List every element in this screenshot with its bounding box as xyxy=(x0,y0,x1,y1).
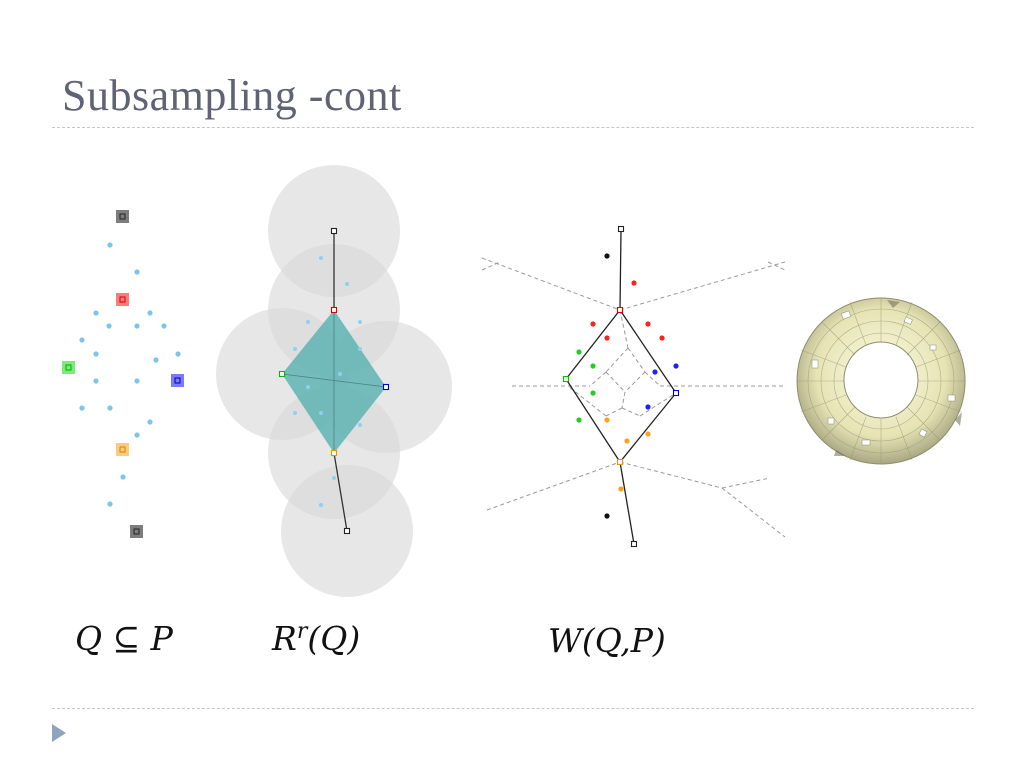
rips-label: Rr(Q) xyxy=(272,619,361,658)
rips-landmarks xyxy=(278,227,390,535)
landmark-points xyxy=(62,210,184,538)
witness-landmarks xyxy=(562,225,680,548)
torus-mesh xyxy=(797,298,965,464)
witness-label: W(Q,P) xyxy=(548,621,666,660)
voronoi-edges xyxy=(481,257,786,538)
slide-title: Subsampling -cont xyxy=(62,71,402,120)
witness-panel xyxy=(481,225,786,548)
torus-dark-patches xyxy=(834,300,962,456)
slide-bullet-icon xyxy=(52,724,66,742)
subset-panel xyxy=(62,210,184,538)
rips-panel xyxy=(216,165,452,597)
sample-points xyxy=(79,242,181,507)
title-divider xyxy=(52,127,974,128)
torus-highlights xyxy=(811,310,956,446)
footer-divider xyxy=(52,708,974,709)
rips-label-superscript: r xyxy=(296,619,308,644)
rips-edges xyxy=(281,310,387,453)
subset-label: Q ⊆ P xyxy=(75,619,173,658)
witness-points xyxy=(576,253,679,519)
rips-sample-points xyxy=(293,256,362,507)
rips-path xyxy=(333,231,348,532)
torus-render xyxy=(796,297,966,465)
